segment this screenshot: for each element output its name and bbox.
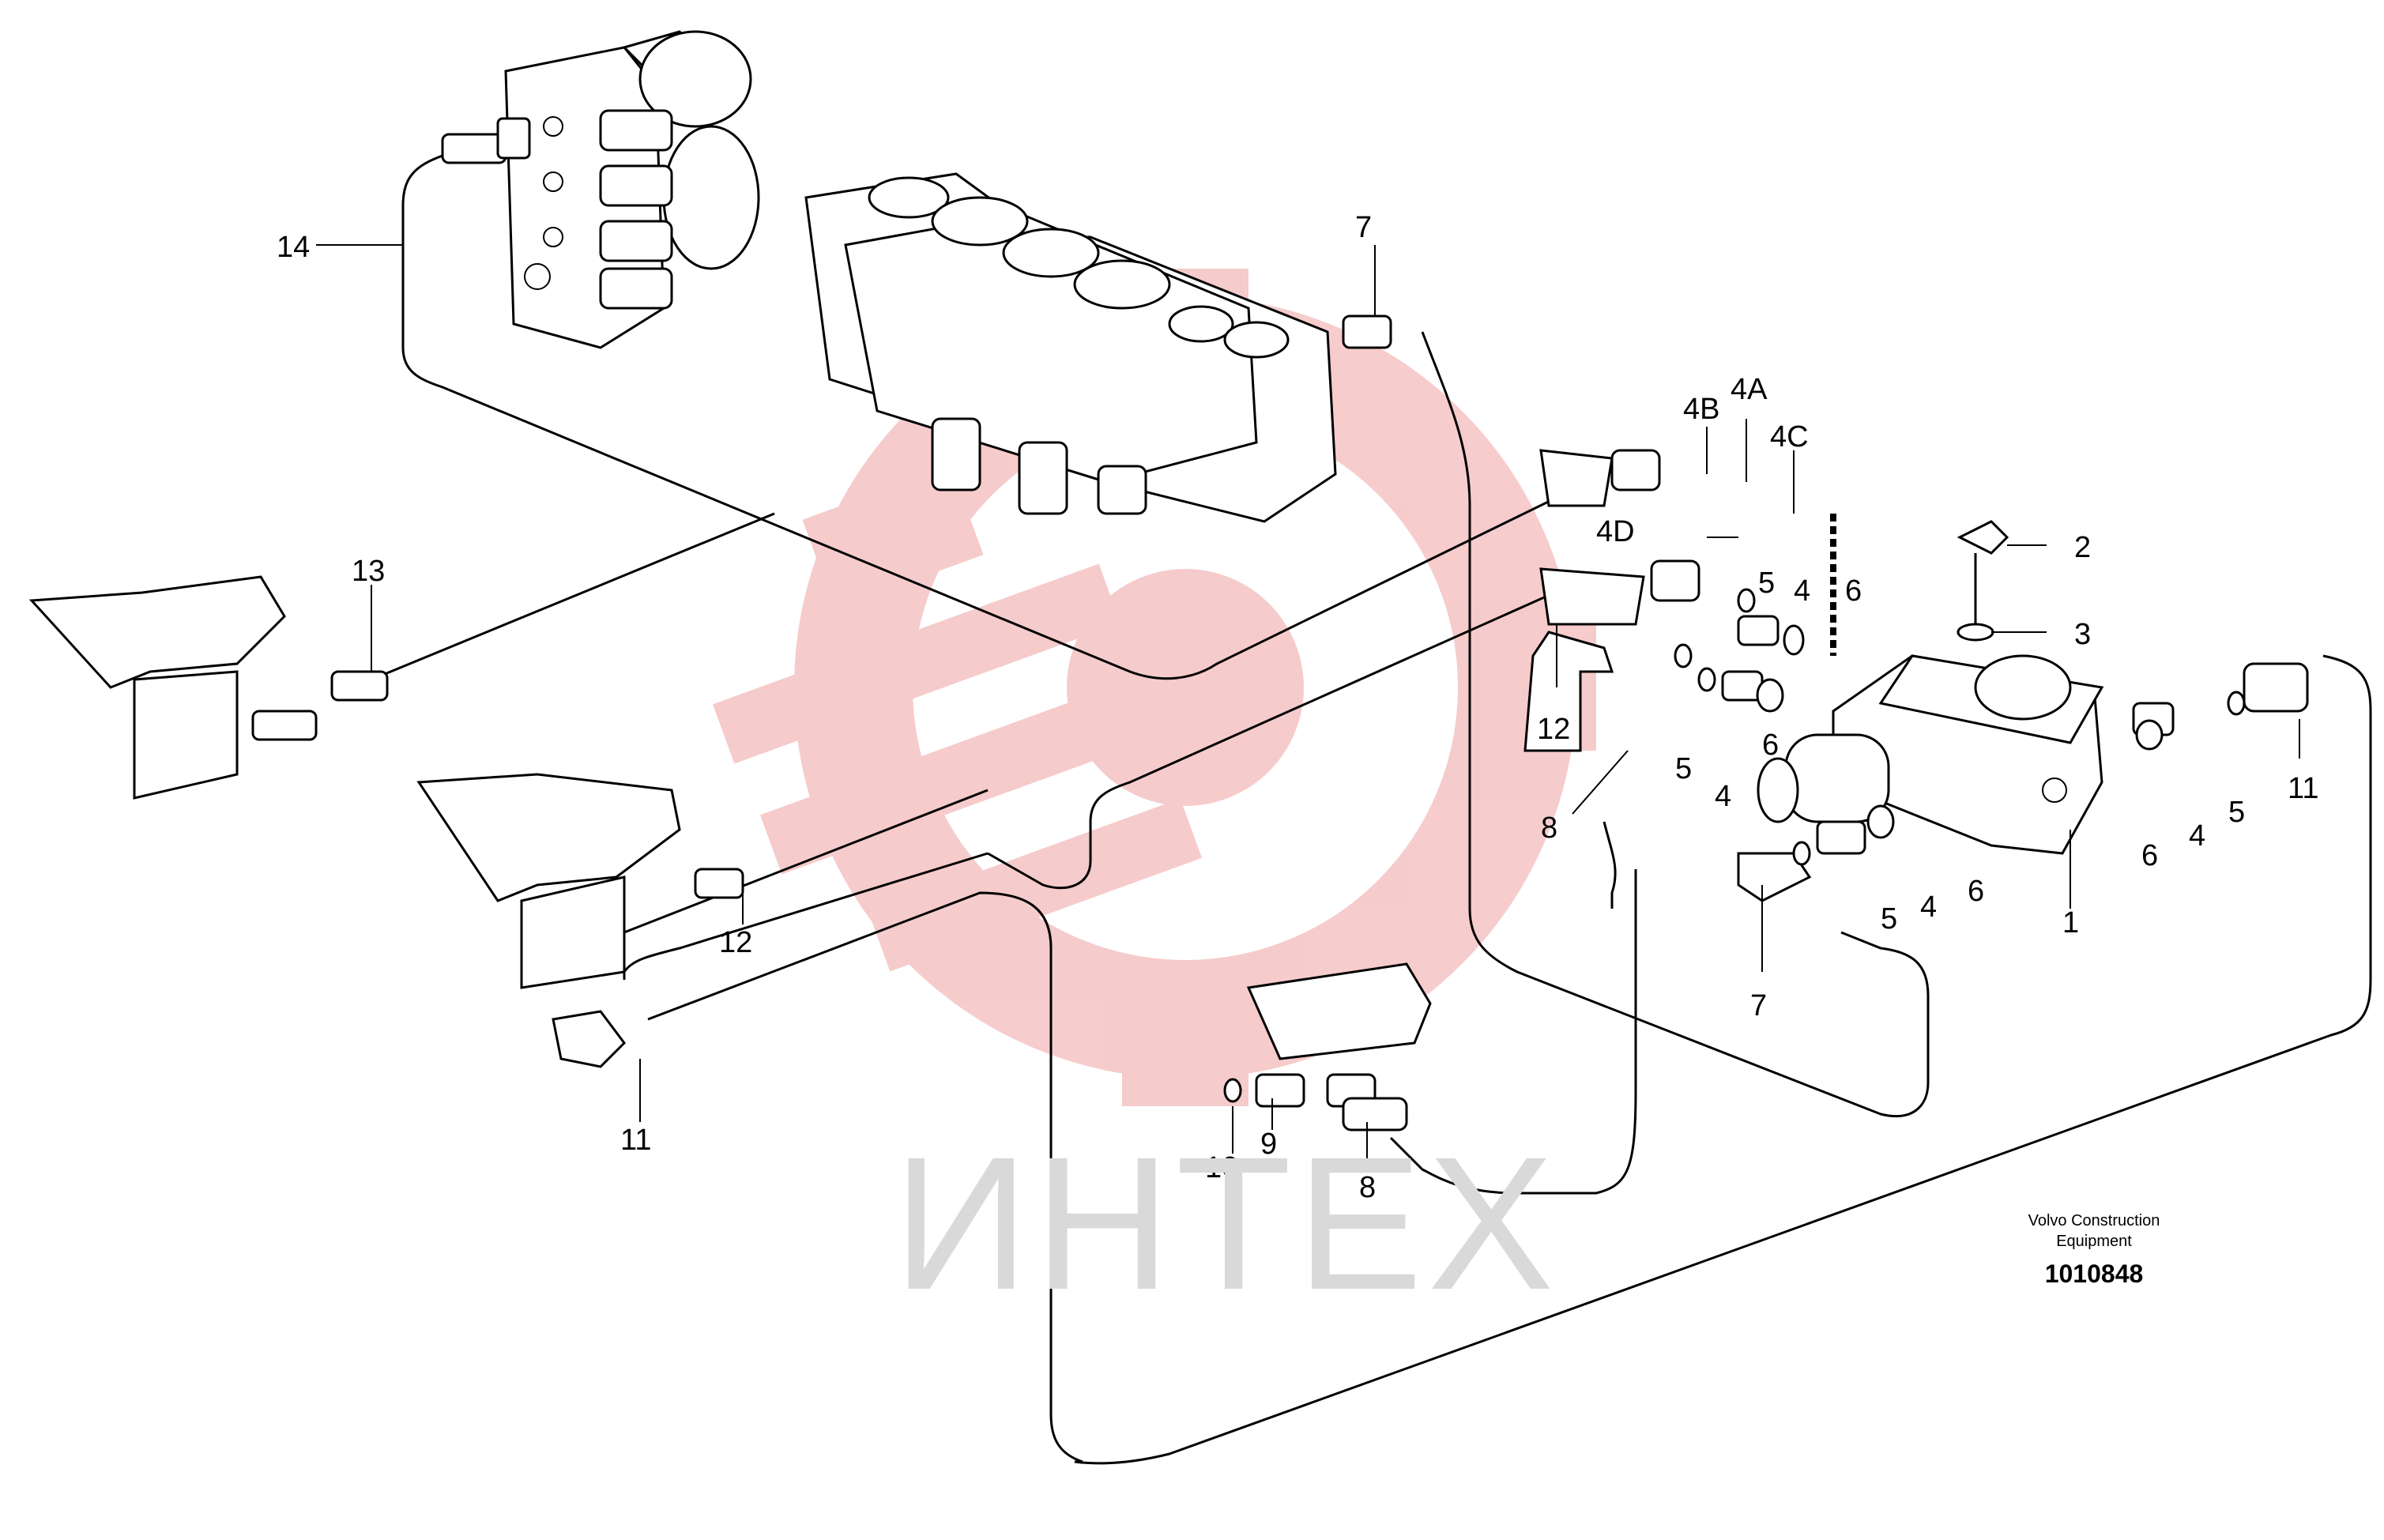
fittings bbox=[330, 314, 2309, 1131]
callout-5-d: 5 bbox=[2228, 796, 2245, 829]
leader-lines bbox=[316, 244, 2300, 1169]
callout-11-left: 11 bbox=[620, 1124, 651, 1157]
callout-5-b: 5 bbox=[1675, 752, 1692, 785]
callout-4-c: 4 bbox=[1920, 890, 1937, 924]
manufacturer-block: Volvo Construction Equipment 1010848 bbox=[1952, 1211, 2236, 1289]
callout-5-c: 5 bbox=[1881, 902, 1897, 936]
brand-line-2: Equipment bbox=[2056, 1233, 2132, 1250]
callout-6-b: 6 bbox=[1762, 729, 1779, 762]
callout-11-right: 11 bbox=[2288, 772, 2318, 805]
control-valve-assembly bbox=[804, 172, 1337, 523]
foot-pedal-right bbox=[416, 773, 744, 989]
callout-4-d: 4 bbox=[2189, 819, 2205, 853]
callout-7-top: 7 bbox=[1355, 211, 1372, 244]
watermark-text: ИНТЕХ bbox=[893, 1117, 1559, 1329]
callout-2: 2 bbox=[2074, 531, 2091, 564]
callout-6-a: 6 bbox=[1845, 574, 1862, 608]
callout-4-b: 4 bbox=[1715, 780, 1731, 813]
callout-labels: 1 2 3 4 4 4 4 4A 4B 4C 4D 5 5 5 5 6 6 6 … bbox=[277, 211, 2318, 1204]
callout-1: 1 bbox=[2062, 906, 2079, 939]
callout-9: 9 bbox=[1260, 1128, 1277, 1161]
callout-4-a: 4 bbox=[1794, 574, 1810, 608]
callout-4B: 4B bbox=[1683, 393, 1719, 426]
callout-10: 10 bbox=[1205, 1151, 1238, 1184]
brake-valve-block bbox=[1757, 654, 2104, 855]
drawing-number: 1010848 bbox=[2044, 1259, 2144, 1288]
callout-8-top: 8 bbox=[1541, 811, 1557, 845]
callout-5-a: 5 bbox=[1758, 567, 1775, 600]
callout-4D: 4D bbox=[1596, 515, 1635, 548]
callout-12-right: 12 bbox=[1537, 713, 1570, 746]
callout-7-bottom: 7 bbox=[1750, 989, 1767, 1022]
solenoid-valve-block-top bbox=[441, 30, 760, 349]
foot-pedal-left bbox=[28, 575, 318, 800]
callout-4A: 4A bbox=[1731, 373, 1768, 406]
brand-line-1: Volvo Construction bbox=[2028, 1212, 2160, 1229]
callout-6-c: 6 bbox=[1968, 875, 1984, 908]
hose-routing bbox=[371, 141, 2372, 1465]
callout-12-left: 12 bbox=[719, 926, 752, 959]
callout-13: 13 bbox=[352, 555, 385, 588]
callout-8-bottom: 8 bbox=[1359, 1171, 1376, 1204]
callout-4C: 4C bbox=[1770, 420, 1809, 454]
callout-3: 3 bbox=[2074, 618, 2091, 651]
callout-6-d: 6 bbox=[2141, 839, 2158, 872]
callout-14: 14 bbox=[277, 231, 310, 264]
